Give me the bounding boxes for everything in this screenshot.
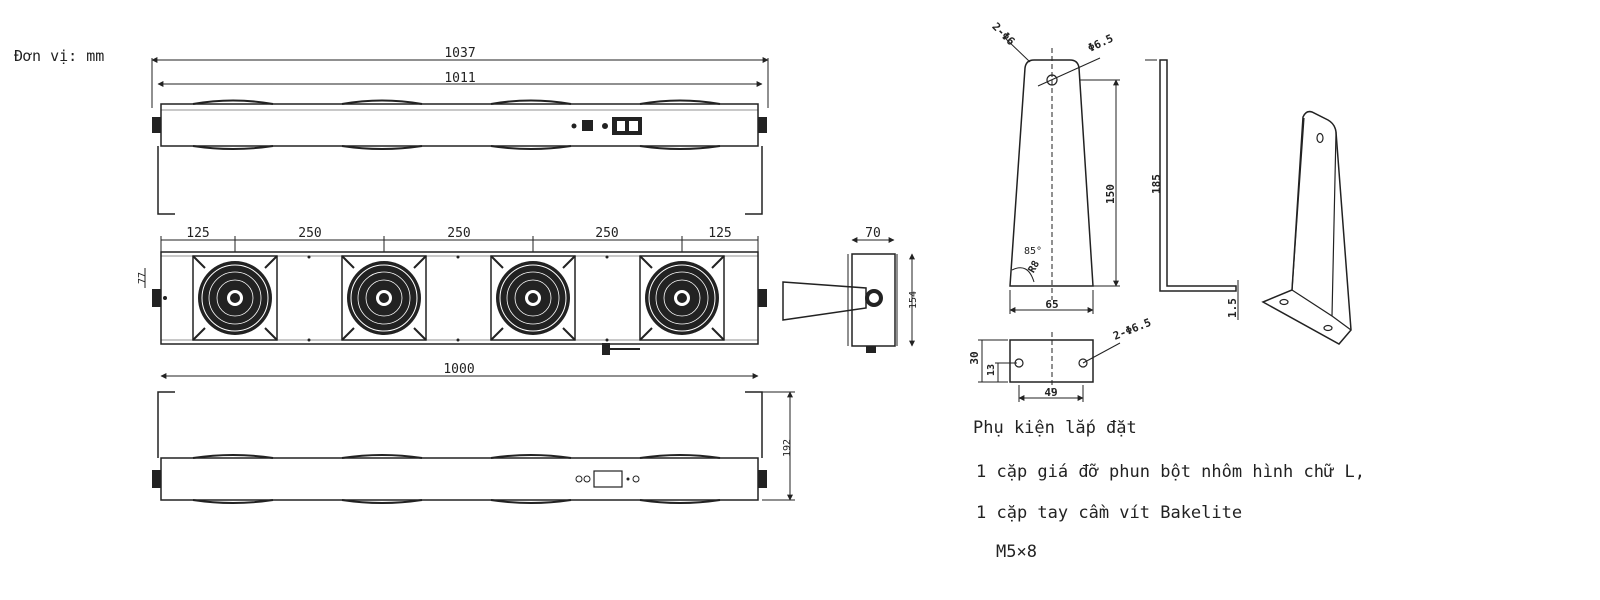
accessories-line-3: M5×8 — [996, 542, 1037, 562]
dim-bracket-inner-height: 150 — [1104, 184, 1117, 204]
dim-body-length: 1000 — [443, 362, 474, 377]
fan-2 — [341, 255, 427, 341]
dim-rear-height: 192 — [782, 439, 793, 457]
accessories-line-2: 1 cặp tay cầm vít Bakelite — [976, 503, 1243, 523]
dim-base-holes: 2-Φ6.5 — [1111, 316, 1153, 343]
rear-view: 192 — [152, 391, 795, 504]
side-view: 70 154 — [782, 226, 919, 353]
dim-overall-length: 1037 — [444, 46, 475, 61]
dim-bracket-total-height: 185 — [1150, 174, 1163, 194]
fan-4 — [639, 255, 725, 341]
dim-corner-radius: R8 — [1027, 259, 1043, 275]
bracket-base-view: 2-Φ6.5 30 13 49 — [968, 316, 1153, 402]
dim-bracket-thickness: 1.5 — [1226, 298, 1239, 318]
accessories-title: Phụ kiện lắp đặt — [973, 418, 1137, 438]
dim-base-hole-spacing: 49 — [1044, 386, 1057, 399]
bracket-side-view: 185 1.5 — [1145, 59, 1239, 320]
fan-3 — [490, 255, 576, 341]
dim-bracket-width: 65 — [1045, 298, 1058, 311]
dim-bracket-corner: 2-Φ6 — [989, 20, 1017, 48]
bracket-front-view: Φ6.5 2-Φ6 150 65 85° R8 — [989, 20, 1120, 314]
top-view: 1037 1011 — [151, 46, 769, 215]
dim-left-offset: 77 — [137, 272, 148, 284]
dim-side-depth: 70 — [865, 226, 881, 241]
dim-base-depth: 30 — [968, 351, 981, 364]
dim-base-offset: 13 — [986, 364, 997, 376]
dim-spacing-4: 250 — [595, 226, 618, 241]
dim-spacing-3: 250 — [447, 226, 470, 241]
accessories-line-1: 1 cặp giá đỡ phun bột nhôm hình chữ L, — [976, 462, 1365, 482]
dim-spacing-2: 250 — [298, 226, 321, 241]
fan-1 — [192, 255, 278, 341]
dim-bracket-angle: 85° — [1024, 246, 1042, 257]
dim-spacing-1: 125 — [186, 226, 209, 241]
dim-bracket-hole-top: Φ6.5 — [1086, 32, 1116, 55]
unit-label: Đơn vị: mm — [14, 47, 105, 65]
bracket-isometric — [1261, 110, 1352, 345]
dim-side-height: 154 — [908, 291, 919, 309]
dim-between-mounts: 1011 — [444, 71, 475, 86]
dim-spacing-5: 125 — [708, 226, 731, 241]
front-view: 125 250 250 250 125 77 1000 — [137, 226, 767, 379]
